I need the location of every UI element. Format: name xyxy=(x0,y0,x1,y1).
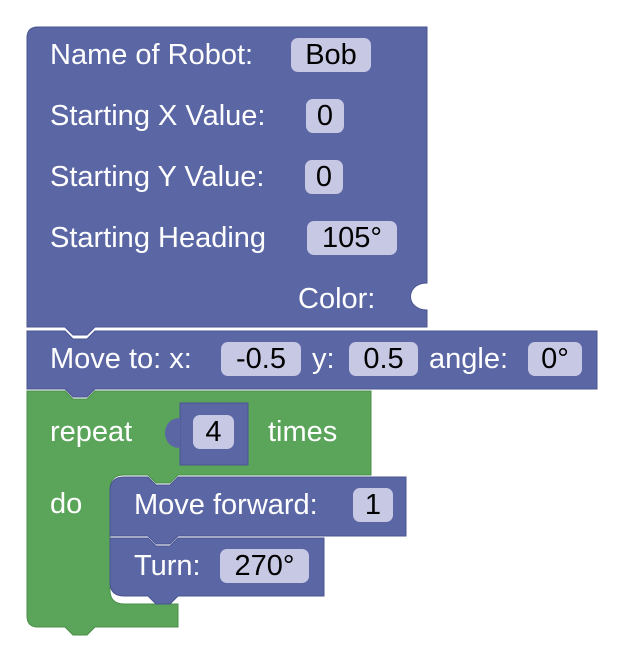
move-forward-label: Move forward: xyxy=(134,489,318,521)
robot-name-field[interactable]: Bob xyxy=(291,38,371,72)
move-to-y-label: y: xyxy=(312,343,335,375)
repeat-socket-notch-icon xyxy=(165,418,180,448)
starting-x-label: Starting X Value: xyxy=(50,100,266,132)
color-label: Color: xyxy=(298,283,376,315)
starting-y-label: Starting Y Value: xyxy=(50,161,265,193)
starting-heading-field[interactable]: 105° xyxy=(307,221,397,255)
move-to-block-shape[interactable] xyxy=(26,330,598,398)
move-forward-block-shape[interactable] xyxy=(109,476,407,545)
repeat-count-field[interactable]: 4 xyxy=(193,415,234,449)
name-of-robot-label: Name of Robot: xyxy=(50,39,254,71)
move-to-y-field[interactable]: 0.5 xyxy=(349,342,418,376)
move-forward-field[interactable]: 1 xyxy=(353,488,393,522)
repeat-block-shape[interactable] xyxy=(26,390,372,636)
turn-field[interactable]: 270° xyxy=(220,549,309,583)
move-to-angle-label: angle: xyxy=(429,343,509,375)
repeat-label: repeat xyxy=(50,416,133,448)
turn-label: Turn: xyxy=(134,550,201,582)
move-to-angle-field[interactable]: 0° xyxy=(528,342,582,376)
starting-heading-label: Starting Heading xyxy=(50,222,267,254)
move-to-label: Move to: x: xyxy=(50,343,192,375)
starting-x-field[interactable]: 0 xyxy=(306,99,344,133)
do-label: do xyxy=(50,488,83,520)
move-to-x-field[interactable]: -0.5 xyxy=(221,342,301,376)
times-label: times xyxy=(268,416,338,448)
starting-y-field[interactable]: 0 xyxy=(305,160,343,194)
